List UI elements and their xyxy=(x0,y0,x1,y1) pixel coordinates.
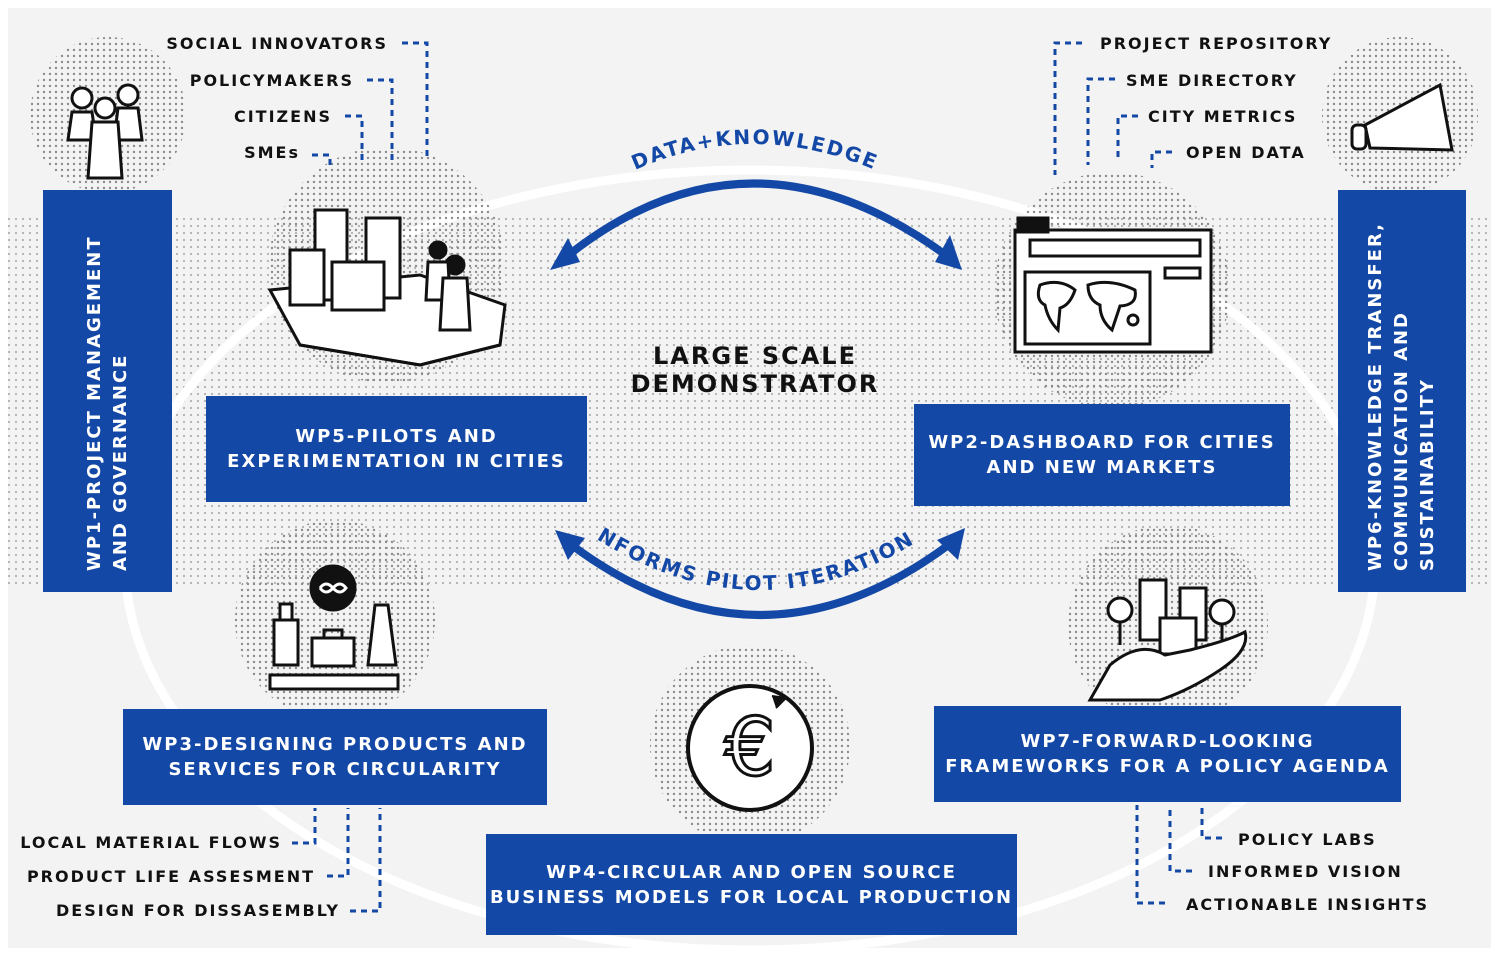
wp5-box: WP5-PILOTS AND EXPERIMENTATION IN CITIES xyxy=(206,396,587,502)
bottom-left-connectors xyxy=(292,808,382,913)
megaphone-icon xyxy=(1350,82,1454,152)
wp1-box: WP1-PROJECT MANAGEMENT AND GOVERNANCE xyxy=(43,190,172,592)
label-design-for-dissasembly: DESIGN FOR DISSASEMBLY xyxy=(55,901,340,920)
wp2-box: WP2-DASHBOARD FOR CITIES AND NEW MARKETS xyxy=(914,404,1290,506)
label-smes: SMEs xyxy=(244,143,300,162)
circular-products-icon xyxy=(268,564,400,691)
label-product-life-assesment: PRODUCT LIFE ASSESMENT xyxy=(26,867,315,886)
label-informed-vision: INFORMED VISION xyxy=(1208,862,1403,881)
svg-text:€: € xyxy=(725,701,776,794)
wp6-label: WP6-KNOWLEDGE TRANSFER, COMMUNICATION AN… xyxy=(1365,222,1438,571)
label-city-metrics: CITY METRICS xyxy=(1148,107,1298,126)
label-open-data: OPEN DATA xyxy=(1186,143,1306,162)
wp1-label: WP1-PROJECT MANAGEMENT AND GOVERNANCE xyxy=(83,235,131,571)
label-actionable-insights: ACTIONABLE INSIGHTS xyxy=(1186,895,1430,914)
wp4-box: WP4-CIRCULAR AND OPEN SOURCE BUSINESS MO… xyxy=(486,834,1017,935)
label-local-material-flows: LOCAL MATERIAL FLOWS xyxy=(20,833,282,852)
label-project-repository: PROJECT REPOSITORY xyxy=(1100,34,1333,53)
label-social-innovators: SOCIAL INNOVATORS xyxy=(166,34,388,53)
wp7-box: WP7-FORWARD-LOOKING FRAMEWORKS FOR A POL… xyxy=(934,706,1401,802)
top-right-connectors xyxy=(1053,41,1172,175)
people-group-icon xyxy=(66,83,144,180)
wp3-box: WP3-DESIGNING PRODUCTS AND SERVICES FOR … xyxy=(123,709,547,805)
city-buildings-icon xyxy=(267,208,507,367)
informs-pilot-arrow xyxy=(555,528,965,619)
euro-cycle-icon: € xyxy=(686,684,814,812)
data-knowledge-arrow xyxy=(550,179,962,270)
label-sme-directory: SME DIRECTORY xyxy=(1126,71,1298,90)
hand-holding-city-icon xyxy=(1087,578,1248,702)
top-left-connectors xyxy=(312,41,429,168)
label-citizens: CITIZENS xyxy=(233,107,332,126)
label-policy-labs: POLICY LABS xyxy=(1238,830,1377,849)
browser-world-map-icon xyxy=(1013,216,1213,354)
wp6-box: WP6-KNOWLEDGE TRANSFER, COMMUNICATION AN… xyxy=(1338,190,1466,592)
center-title: LARGE SCALE DEMONSTRATOR xyxy=(630,342,880,398)
wp3-icon-circle xyxy=(235,520,435,720)
label-policymakers: POLICYMAKERS xyxy=(189,71,354,90)
bottom-right-connectors xyxy=(1135,805,1222,905)
